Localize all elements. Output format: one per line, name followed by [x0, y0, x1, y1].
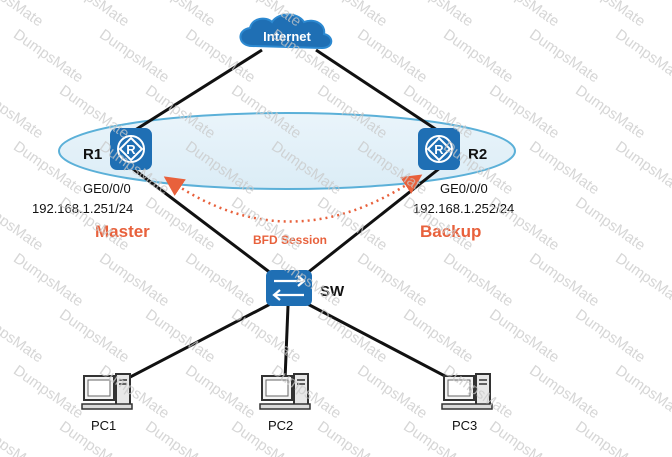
bfd-session-label: BFD Session	[253, 233, 327, 247]
svg-text:R: R	[126, 142, 136, 157]
switch-label: SW	[320, 283, 345, 300]
link-sw-pc2	[283, 305, 290, 381]
pc3-label: PC3	[452, 418, 477, 433]
r2-interface: GE0/0/0	[440, 181, 488, 196]
internet-cloud-icon	[239, 13, 333, 50]
bfd-session-arc	[163, 174, 423, 223]
r1-role: Master	[95, 222, 150, 241]
pc1-icon	[81, 373, 133, 410]
link-r1-sw	[131, 166, 273, 276]
r2-name: R2	[468, 146, 487, 163]
r1-interface: GE0/0/0	[83, 181, 131, 196]
link-sw-pc1	[114, 298, 279, 387]
link-sw-pc3	[299, 298, 463, 387]
internet-label: Internet	[263, 29, 311, 44]
switch-icon	[266, 270, 312, 306]
pc2-icon	[259, 373, 311, 410]
r1-name: R1	[83, 146, 102, 163]
router-r1-icon: R	[110, 128, 152, 170]
r1-ip: 192.168.1.251/24	[32, 201, 133, 216]
r2-role: Backup	[420, 222, 481, 241]
router-r2-icon: R	[418, 128, 460, 170]
link-internet-r1	[131, 48, 263, 134]
link-internet-r2	[315, 48, 441, 134]
pc3-icon	[441, 373, 493, 410]
pc1-label: PC1	[91, 418, 116, 433]
r2-ip: 192.168.1.252/24	[413, 201, 514, 216]
svg-text:R: R	[434, 142, 444, 157]
pc2-label: PC2	[268, 418, 293, 433]
